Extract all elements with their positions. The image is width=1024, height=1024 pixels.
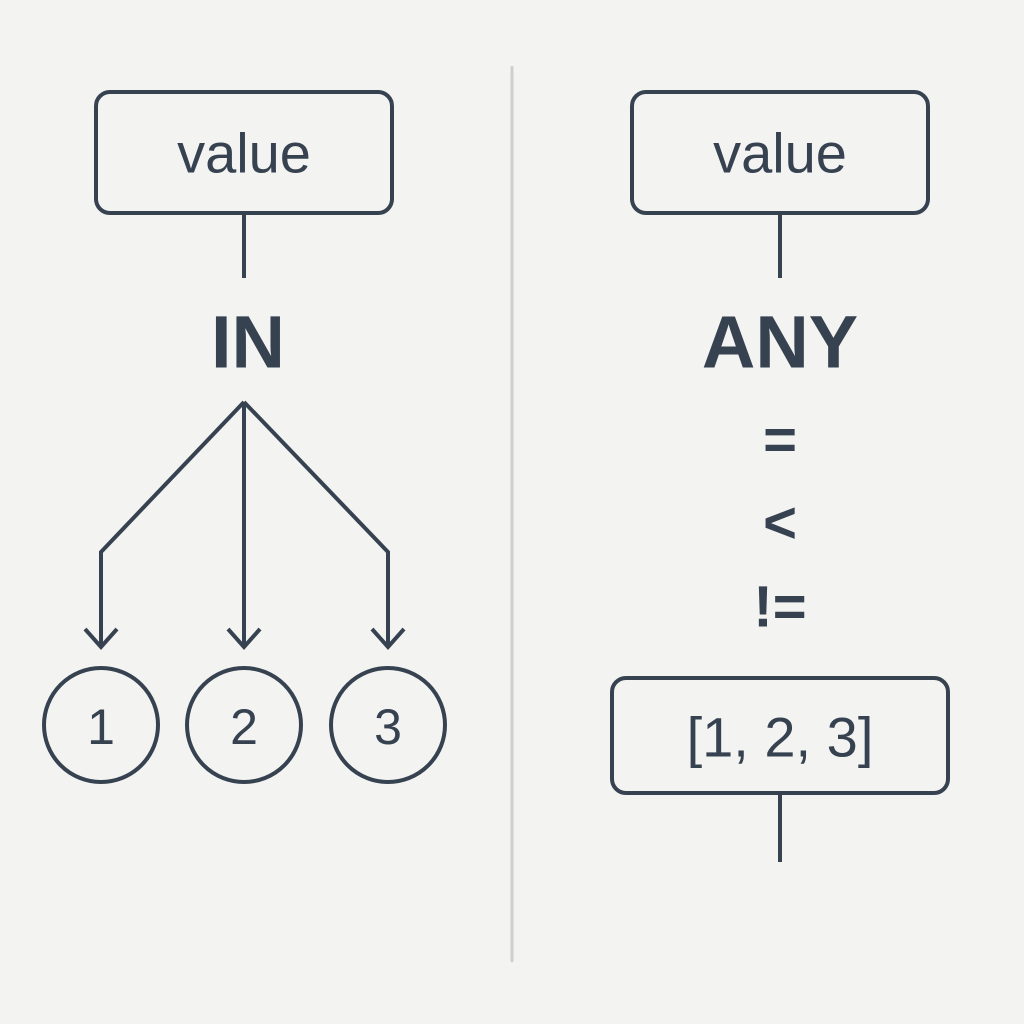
arrow-to-item-1 [99,400,246,647]
item-3-label: 3 [374,699,402,755]
item-2-label: 2 [230,699,258,755]
operator-equals: = [763,408,797,473]
operator-not-equals: != [753,575,806,640]
right-value-label: value [713,122,847,185]
in-keyword: IN [211,301,285,384]
arrow-to-item-3 [242,400,390,647]
any-keyword: ANY [702,301,858,384]
left-value-label: value [177,122,311,185]
arrowhead-item-2 [226,627,262,651]
item-3-circle [329,666,447,784]
item-2-circle [185,666,303,784]
item-1-label: 1 [87,699,115,755]
right-panel: value ANY = < != [1, 2, 3] [610,90,950,862]
arrowhead-item-3 [370,627,406,651]
array-label: [1, 2, 3] [687,706,874,769]
item-1-circle [42,666,160,784]
arrowhead-item-1 [83,627,119,651]
operator-less-than: < [763,491,797,556]
left-panel: value IN 1 2 3 [42,90,447,784]
